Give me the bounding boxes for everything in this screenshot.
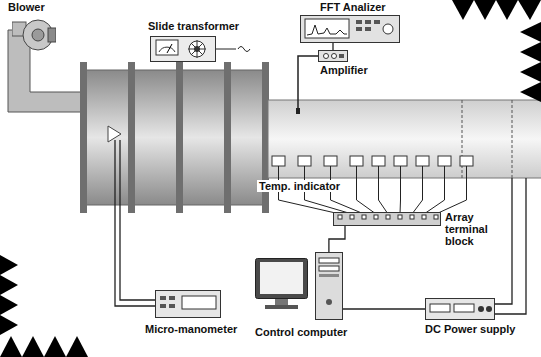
device-label: Micro-manometer xyxy=(145,323,237,335)
terminal-block: Array terminal block xyxy=(333,212,441,226)
amplifier-icon xyxy=(318,50,348,62)
slide-transformer: Slide transformer xyxy=(150,36,216,62)
blower-icon xyxy=(12,16,56,52)
signal-cable xyxy=(329,226,345,252)
device-label: Slide transformer xyxy=(148,20,239,32)
device-label: Control computer xyxy=(255,326,347,338)
blower: Blower xyxy=(12,16,56,52)
amplifier: Amplifier xyxy=(318,50,348,62)
signal-cable xyxy=(332,43,333,50)
device-label: Array terminal block xyxy=(445,211,505,247)
signal-cable xyxy=(343,308,425,309)
slide-transformer-icon xyxy=(150,36,216,62)
device-label: Amplifier xyxy=(320,64,368,76)
control-computer-icon xyxy=(255,252,343,320)
micro-manometer: Micro-manometer xyxy=(155,290,221,318)
control-computer: Control computer xyxy=(255,252,343,320)
dc-power-supply: DC Power supply xyxy=(425,298,495,320)
dc-power-supply-icon xyxy=(425,298,495,320)
device-label: DC Power supply xyxy=(425,323,515,335)
fft-analyzer: FFT Analizer xyxy=(300,15,400,43)
micro-manometer-icon xyxy=(155,290,221,318)
device-label: Blower xyxy=(8,1,45,13)
fft-analyzer-icon xyxy=(300,15,400,43)
part-label: Temp. indicator xyxy=(257,180,342,192)
terminal-block-icon xyxy=(333,212,441,226)
device-label: FFT Analizer xyxy=(320,1,386,13)
